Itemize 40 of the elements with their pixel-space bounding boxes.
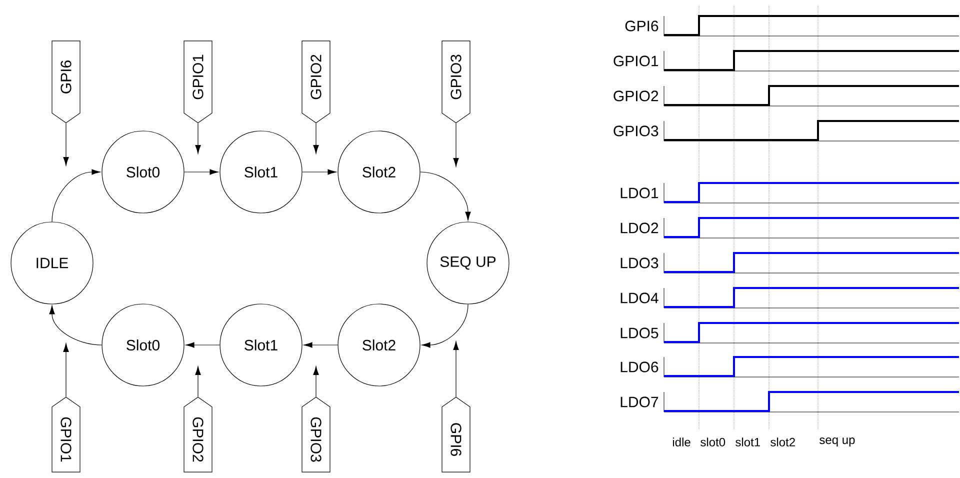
signal-name: LDO1 (620, 188, 658, 198)
phase-label: slot1 (736, 438, 760, 446)
signal-name: LDO7 (620, 396, 658, 408)
signal-tag: GPIO1 (52, 396, 80, 472)
signal-name: LDO5 (620, 328, 658, 338)
arrow (52, 169, 100, 222)
arrow (186, 342, 220, 348)
arrow (49, 306, 102, 346)
arrow (422, 304, 468, 348)
signal-tag: GPI6 (52, 40, 80, 124)
arrow (63, 122, 69, 166)
signal-name: GPI6 (625, 20, 658, 32)
phase-label: seq up (820, 438, 855, 446)
phase-label: slot2 (770, 438, 795, 446)
arrow (302, 169, 336, 175)
signal-name: GPIO3 (614, 126, 658, 136)
signal-tag: GPIO3 (442, 40, 470, 124)
signal-name: LDO6 (620, 362, 658, 372)
arrow (195, 122, 201, 154)
signal-name: GPIO1 (614, 56, 658, 66)
arrow (453, 122, 459, 167)
arrow (313, 366, 319, 398)
signal-tag: GPI6 (442, 396, 470, 472)
arrow (63, 343, 69, 398)
signal-name: LDO2 (620, 222, 658, 234)
signal-name: LDO4 (620, 292, 658, 304)
signal-tag: GPIO2 (302, 40, 330, 124)
phase-label: slot0 (700, 438, 726, 446)
signal-tag: GPIO2 (184, 396, 212, 472)
arrow (184, 169, 218, 175)
arrow (420, 172, 471, 220)
signal-tag: GPIO1 (184, 40, 212, 124)
arrow (195, 366, 201, 398)
arrow (313, 122, 319, 154)
signal-name: LDO3 (620, 258, 658, 268)
signal-name: GPIO2 (614, 90, 658, 102)
arrow (453, 341, 459, 398)
phase-label: idle (673, 438, 690, 446)
arrow (304, 342, 338, 348)
signal-tag: GPIO3 (302, 396, 330, 472)
